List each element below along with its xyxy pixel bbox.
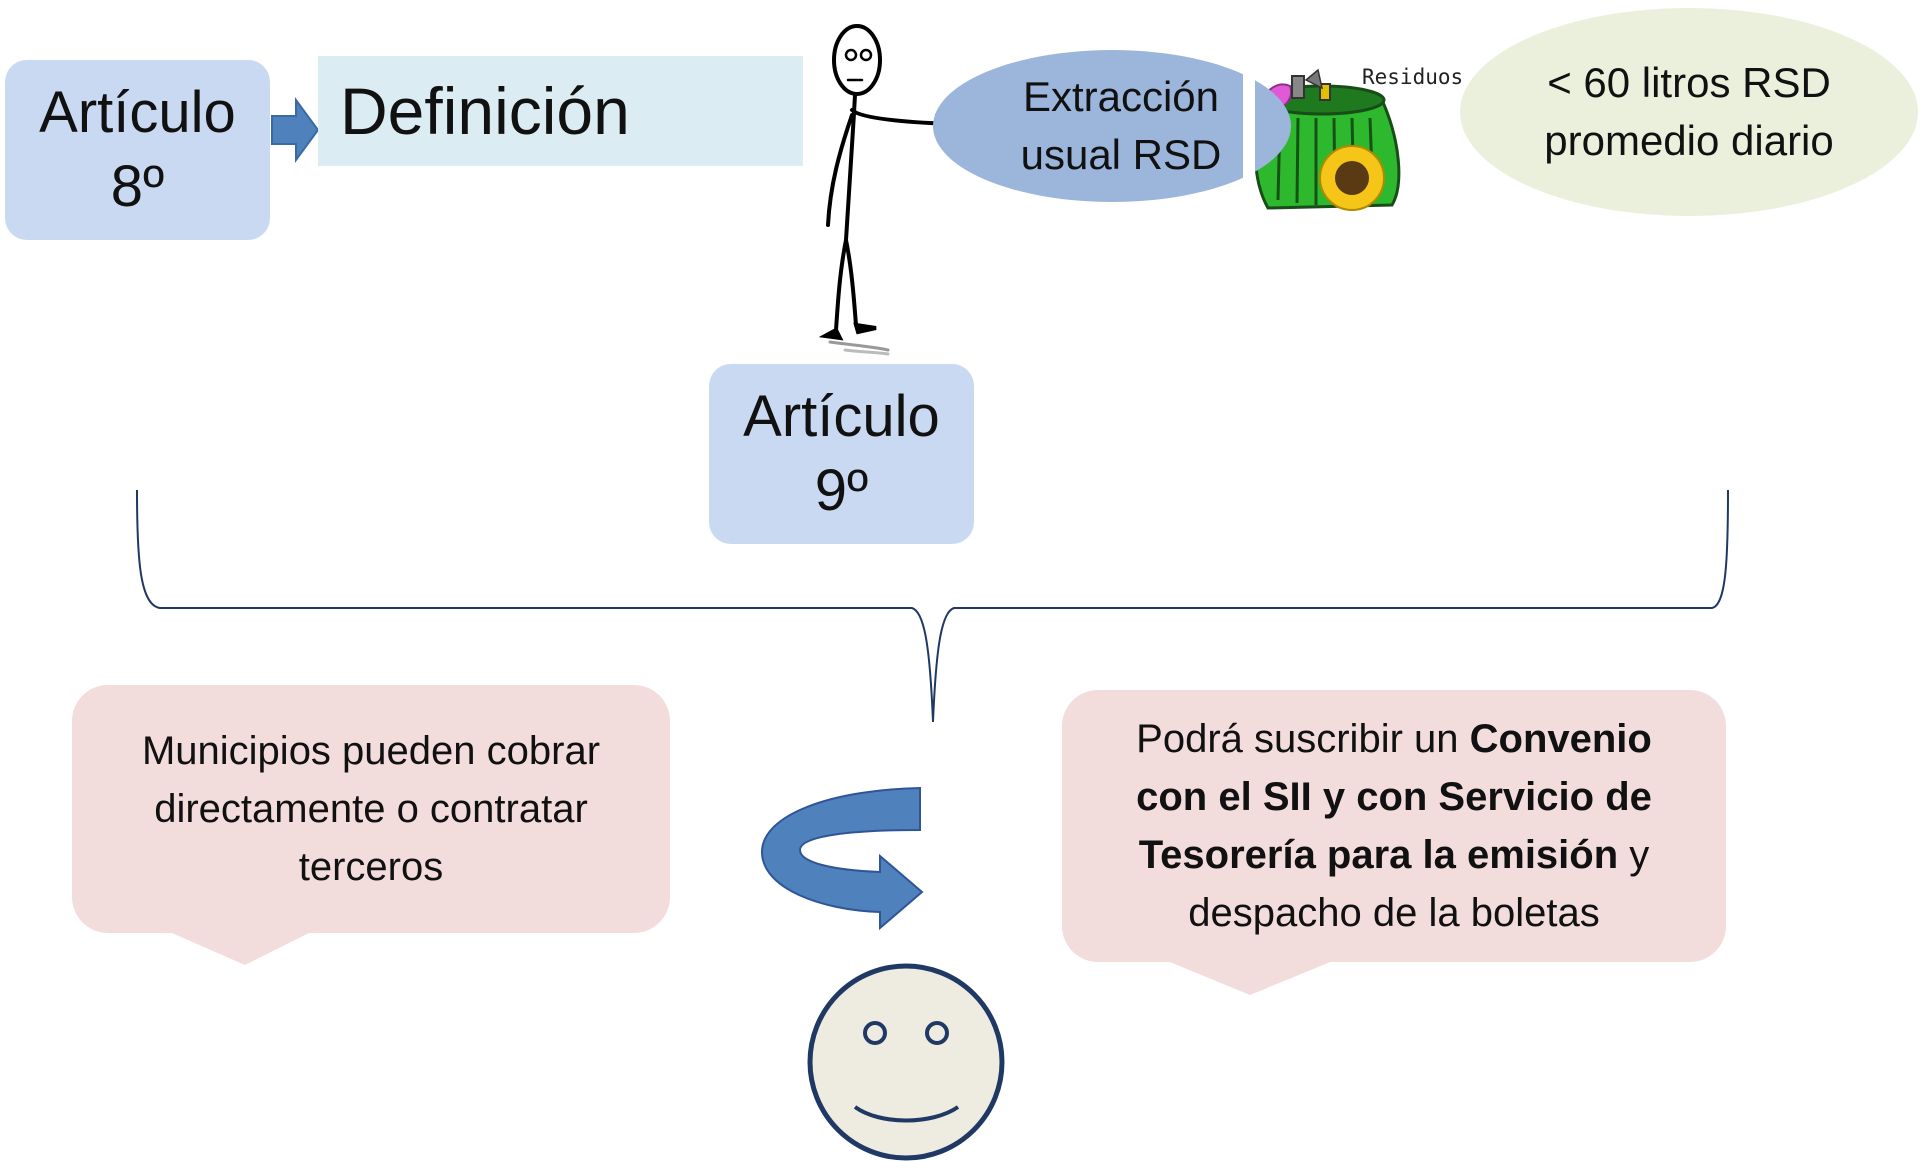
convenio-callout: Podrá suscribir un Convenio con el SII y… <box>1062 690 1726 962</box>
articulo-8-line2: 8º <box>110 154 165 219</box>
municipios-callout: Municipios pueden cobrar directamente o … <box>72 685 670 933</box>
curved-arrow-icon <box>760 786 924 931</box>
convenio-text: Podrá suscribir un Convenio con el SII y… <box>1112 710 1676 942</box>
curly-brace <box>136 489 1729 723</box>
municipios-line2: directamente o contratar <box>154 787 588 831</box>
municipios-line1: Municipios pueden cobrar <box>141 729 601 773</box>
convenio-part1: Podrá suscribir un <box>1136 717 1470 761</box>
sunflower-icon <box>1319 145 1385 211</box>
right-arrow-icon <box>271 96 320 164</box>
trash-can-icon <box>1253 68 1401 211</box>
articulo-9-line2: 9º <box>814 458 869 523</box>
articulo-8-box: Artículo 8º <box>5 60 270 240</box>
extraccion-line2: usual RSD <box>1020 131 1222 178</box>
stick-figure-icon <box>818 24 958 356</box>
callout-tail-right <box>1165 960 1335 995</box>
callout-tail-left <box>165 930 315 965</box>
limite-ellipse: < 60 litros RSD promedio diario <box>1460 8 1918 216</box>
municipios-line3: terceros <box>298 845 444 889</box>
definicion-box: Definición <box>318 56 803 166</box>
trash-image-backdrop <box>1243 48 1255 208</box>
articulo-9-box: Artículo 9º <box>709 364 974 544</box>
articulo-8-line1: Artículo <box>39 80 236 145</box>
extraccion-line1: Extracción <box>1022 73 1220 120</box>
convenio-part3: y despacho de la boletas <box>1188 833 1650 935</box>
limite-line2: promedio diario <box>1544 117 1834 164</box>
limite-line1: < 60 litros RSD <box>1547 59 1831 106</box>
convenio-part2-bold: Convenio con el SII y con Servicio de Te… <box>1136 717 1652 877</box>
articulo-9-line1: Artículo <box>743 384 940 449</box>
definicion-label: Definición <box>340 74 630 148</box>
residuos-label: Residuos <box>1362 65 1464 89</box>
smiley-face-icon <box>807 963 1005 1161</box>
extraccion-ellipse: Extracción usual RSD <box>933 50 1291 202</box>
